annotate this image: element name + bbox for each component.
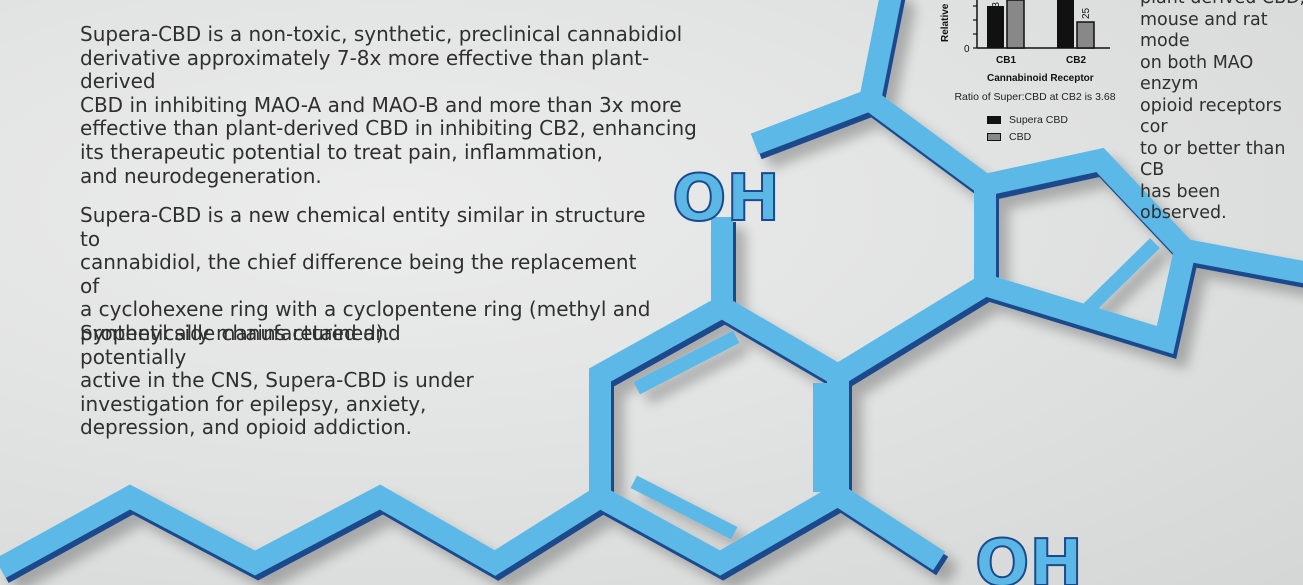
receptor-bar-chart: Relative 0 3 25 CB1 CB2 Cannabinoid Rece… <box>935 0 1135 145</box>
intro-paragraph: Supera-CBD is a non-toxic, synthetic, pr… <box>80 22 697 188</box>
legend-label-cbd: CBD <box>1009 130 1032 143</box>
chart-ratio-note: Ratio of Super:CBD at CB2 is 3.68 <box>954 91 1116 103</box>
legend-swatch-cbd <box>987 132 1001 141</box>
chart-legend: Supera CBD CBD <box>987 111 1068 145</box>
structure-paragraph: Supera-CBD is a new chemical entity simi… <box>80 203 651 345</box>
legend-swatch-supera <box>987 115 1001 124</box>
legend-item-supera: Supera CBD <box>987 111 1068 128</box>
legend-label-supera: Supera CBD <box>1009 113 1068 126</box>
bar-cb2-cbd <box>1076 21 1095 49</box>
x-axis-label: Cannabinoid Receptor <box>987 73 1094 84</box>
cropped-side-paragraph: plant derived CBD, mouse and rat mode on… <box>1140 0 1303 223</box>
data-label-cb1-supera: 3 <box>991 2 1002 8</box>
oh-label-bottom: OH <box>975 527 1083 585</box>
bar-cb2-supera <box>1057 0 1074 48</box>
x-tick-label-cb1: CB1 <box>996 55 1016 66</box>
data-label-cb2-cbd: 25 <box>1081 7 1092 19</box>
y-tick-label: 0 <box>964 44 970 55</box>
legend-item-cbd: CBD <box>987 128 1068 145</box>
investigation-paragraph: Synthetically manufactured and potential… <box>80 321 474 440</box>
x-tick-label-cb2: CB2 <box>1066 55 1086 66</box>
oh-label-top: OH <box>672 162 780 236</box>
chart-svg: Relative 0 3 25 CB1 CB2 Cannabinoid Rece… <box>940 0 1110 84</box>
bar-cb1-cbd <box>1006 0 1025 49</box>
bar-cb1-supera <box>987 6 1004 48</box>
y-axis-label: Relative <box>940 3 951 42</box>
